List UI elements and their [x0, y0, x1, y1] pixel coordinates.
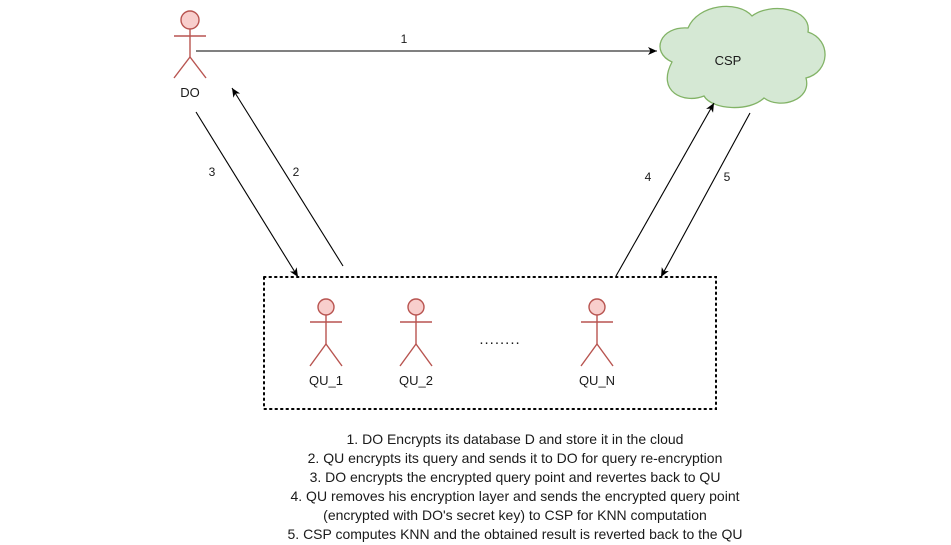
legend-step-5: 5. CSP computes KNN and the obtained res…: [287, 526, 743, 542]
qu-2-actor: [399, 298, 433, 367]
legend-step-4-continued: (encrypted with DO's secret key) to CSP …: [323, 507, 707, 523]
arrow-3: [195, 111, 299, 278]
arrow-1-label: 1: [401, 32, 408, 46]
qu-n-label: QU_N: [579, 373, 615, 388]
arrow-4-label: 4: [645, 170, 652, 184]
arrow-4: [615, 102, 715, 277]
qu-2-label: QU_2: [399, 373, 433, 388]
qu-n-actor: [580, 298, 614, 367]
csp-label: CSP: [715, 53, 742, 68]
legend-step-2: 2. QU encrypts its query and sends it to…: [307, 450, 723, 466]
qu-1-actor: [309, 298, 343, 367]
csp-cloud: [659, 5, 826, 109]
arrow-2-label: 2: [293, 165, 300, 179]
arrow-5-label: 5: [724, 170, 731, 184]
qu-group-box: [263, 276, 717, 410]
legend-step-4: 4. QU removes his encryption layer and s…: [290, 488, 740, 504]
legend-step-3: 3. DO encrypts the encrypted query point…: [309, 469, 721, 485]
steps-legend: 1. DO Encrypts its database D and store …: [215, 430, 815, 544]
qu-1-label: QU_1: [309, 373, 343, 388]
do-actor: [173, 10, 207, 79]
arrow-2: [231, 87, 344, 267]
do-label: DO: [180, 85, 200, 100]
ellipsis-text: ........: [479, 331, 520, 348]
arrow-5: [660, 112, 751, 278]
legend-step-1: 1. DO Encrypts its database D and store …: [346, 431, 684, 447]
arrow-3-label: 3: [209, 165, 216, 179]
